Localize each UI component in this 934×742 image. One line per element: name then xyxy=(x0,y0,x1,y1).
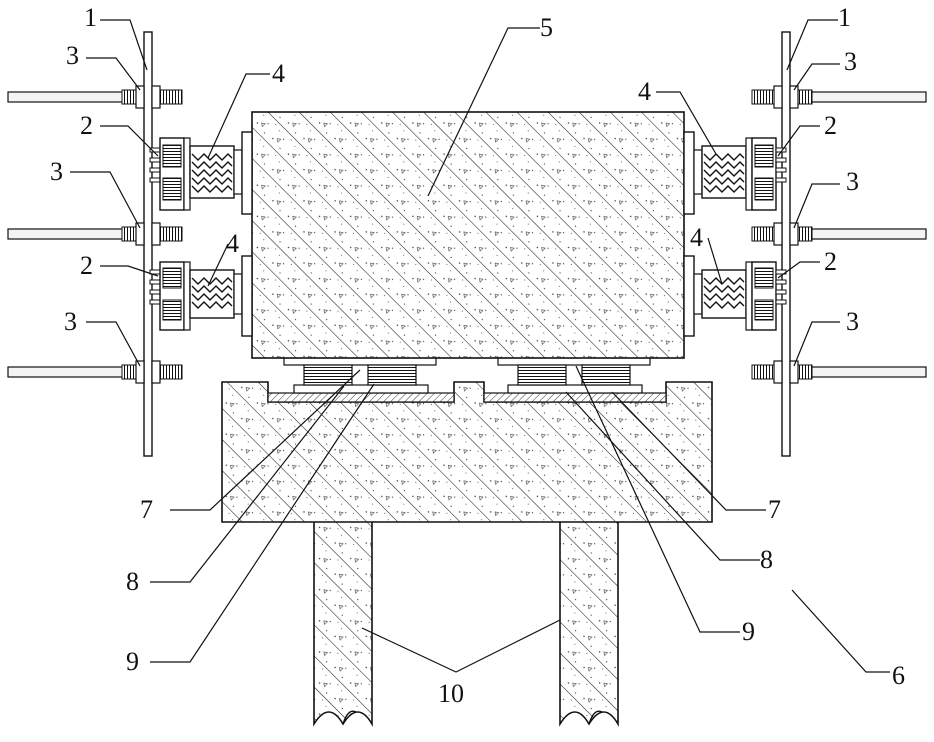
plate-left xyxy=(268,393,454,402)
label-6: 6 xyxy=(892,661,905,690)
label-9-right: 9 xyxy=(742,617,755,646)
damper-right-lower xyxy=(684,256,786,336)
label-2-left-b: 2 xyxy=(80,251,93,280)
label-5: 5 xyxy=(540,13,553,42)
label-7-right: 7 xyxy=(768,495,781,524)
main-block xyxy=(252,112,684,358)
label-7-left: 7 xyxy=(140,495,153,524)
label-3-right-c: 3 xyxy=(846,307,859,336)
bearing-4 xyxy=(582,365,630,385)
label-4-right-a: 4 xyxy=(638,77,651,106)
damper-right-upper xyxy=(684,132,786,214)
label-2-left-a: 2 xyxy=(80,111,93,140)
anchor-rods-left xyxy=(8,86,182,383)
label-3-left-a: 3 xyxy=(66,41,79,70)
pile-left xyxy=(314,520,372,724)
frame-left xyxy=(144,32,152,456)
label-2-right-a: 2 xyxy=(824,111,837,140)
label-4-left-a: 4 xyxy=(272,59,285,88)
pile-right xyxy=(560,520,618,724)
label-8-left: 8 xyxy=(126,567,139,596)
label-3-right-b: 3 xyxy=(846,167,859,196)
plate-right xyxy=(484,393,666,402)
frame-right xyxy=(782,32,790,456)
label-1-right: 1 xyxy=(838,3,851,32)
label-8-right: 8 xyxy=(760,545,773,574)
bearing-1 xyxy=(304,365,352,385)
label-3-right-a: 3 xyxy=(844,47,857,76)
label-4-left-b: 4 xyxy=(226,229,239,258)
damper-left-lower xyxy=(150,256,252,336)
damper-left-upper xyxy=(150,132,252,214)
label-3-left-b: 3 xyxy=(50,157,63,186)
anchor-rods-right xyxy=(752,86,926,383)
support-base-left xyxy=(294,385,428,393)
label-1-left: 1 xyxy=(84,3,97,32)
label-2-right-b: 2 xyxy=(824,247,837,276)
bearing-2 xyxy=(368,365,416,385)
bearing-3 xyxy=(518,365,566,385)
label-9-left: 9 xyxy=(126,647,139,676)
label-4-right-b: 4 xyxy=(690,223,703,252)
support-base-right xyxy=(508,385,642,393)
label-10: 10 xyxy=(438,679,464,708)
label-3-left-c: 3 xyxy=(64,307,77,336)
